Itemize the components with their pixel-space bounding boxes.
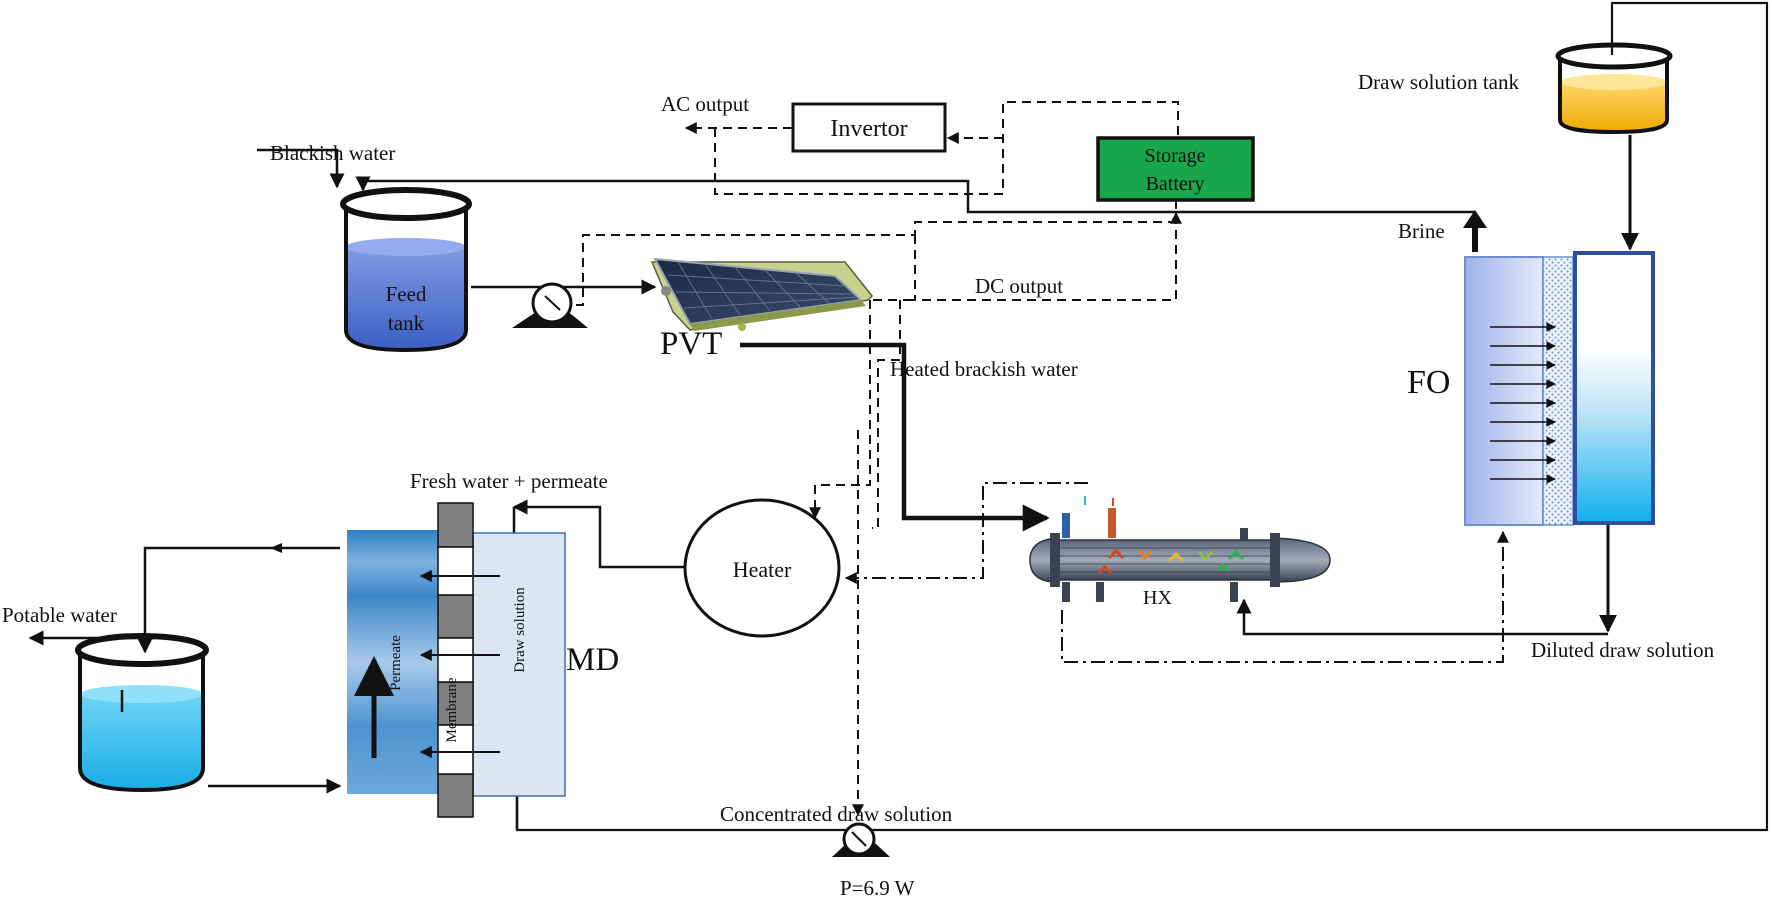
draw-solution-tank-label: Draw solution tank [1358, 70, 1519, 94]
invertor-box: Invertor [791, 102, 947, 153]
electrical-dashed-lines [576, 101, 1182, 817]
heated-brackish-water-label: Heated brackish water [890, 357, 1078, 381]
md-label: MD [566, 642, 619, 678]
dash-dot-lines [844, 482, 1509, 663]
concentrated-draw-solution-label: Concentrated draw solution [720, 802, 953, 826]
flow-arrowhead [270, 543, 282, 553]
feed-pump [512, 282, 588, 328]
permeate-label: Permeate [388, 635, 404, 691]
feed-tank-label-line1: Feed [386, 282, 427, 306]
brine-arrow [1463, 210, 1487, 252]
battery-label-line2: Battery [1146, 173, 1205, 195]
diluted-draw-solution-label: Diluted draw solution [1531, 638, 1715, 662]
pump-power-label: P=6.9 W [840, 876, 915, 899]
fresh-water-permeate-label: Fresh water + permeate [410, 469, 608, 493]
heater-label: Heater [733, 557, 792, 582]
ac-output-label: AC output [661, 92, 749, 116]
potable-water-tank [75, 633, 209, 793]
fo-label: FO [1407, 364, 1450, 401]
dc-output-label: DC output [975, 274, 1063, 298]
invertor-label: Invertor [830, 116, 907, 142]
brine-label: Brine [1398, 219, 1445, 243]
storage-battery: Storage Battery [1096, 136, 1255, 202]
draw-solution-tank [1555, 42, 1673, 135]
hx-label: HX [1143, 587, 1172, 609]
blackish-water-label: Blackish water [270, 141, 395, 165]
potable-water-label: Potable water [2, 603, 117, 627]
membrane-label: Membrane [444, 677, 460, 742]
feed-tank: Feed tank [340, 187, 472, 353]
heat-exchanger [1029, 496, 1331, 602]
draw-solution-label: Draw solution [512, 587, 528, 673]
md-module: Permeate Membrane Draw solution [347, 502, 566, 818]
heated-water-line [740, 342, 1050, 532]
heater: Heater [683, 498, 841, 638]
feed-tank-label-line2: tank [388, 311, 425, 335]
draw-pump [832, 822, 890, 857]
pvt-panel [650, 257, 874, 331]
fo-module [1464, 251, 1655, 526]
pvt-label: PVT [660, 326, 722, 362]
battery-label-line1: Storage [1144, 145, 1205, 167]
